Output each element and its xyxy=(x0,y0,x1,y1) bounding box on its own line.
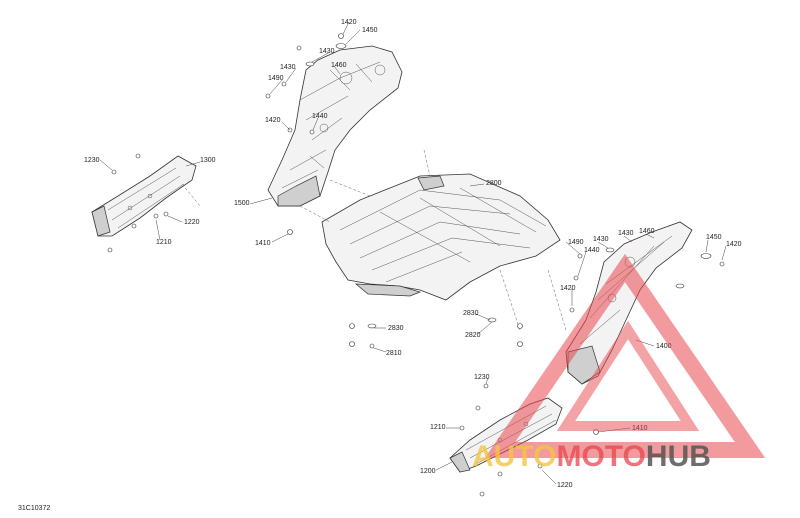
callout-1410-a: 1410 xyxy=(255,240,271,247)
callout-1230-a: 1230 xyxy=(84,157,100,164)
callout-1450-b: 1450 xyxy=(706,234,722,241)
watermark-logo: AUTOMOTOHUB xyxy=(472,253,766,473)
callout-1430-b: 1430 xyxy=(280,64,296,71)
callout-1460-b: 1460 xyxy=(639,228,655,235)
callout-2810-a: 2810 xyxy=(386,350,402,357)
callout-1430-a: 1430 xyxy=(319,48,335,55)
callout-1420-b: 1420 xyxy=(265,117,281,124)
rocker-panel-left xyxy=(91,155,197,237)
callout-1500-a: 1500 xyxy=(234,200,250,207)
alignment-lines xyxy=(181,149,567,331)
callout-1490-b: 1490 xyxy=(568,239,584,246)
callout-2830-b: 2830 xyxy=(463,310,479,317)
callout-1200-a: 1200 xyxy=(420,468,436,475)
callout-1440-b: 1440 xyxy=(584,247,600,254)
watermark-triangle-icon xyxy=(484,253,766,458)
callout-1420-c: 1420 xyxy=(726,241,742,248)
hardware-fasteners xyxy=(107,33,725,497)
callout-1430-d: 1430 xyxy=(618,230,634,237)
callout-labels: 1420 1450 1430 1460 1430 1490 1420 1440 … xyxy=(84,19,742,489)
callout-1430-c: 1430 xyxy=(593,236,609,243)
callout-1210-b: 1210 xyxy=(430,424,446,431)
callout-1490-a: 1490 xyxy=(268,75,284,82)
callout-2800-a: 2800 xyxy=(486,180,502,187)
floor-pan-center xyxy=(321,173,561,301)
callout-1450-a: 1450 xyxy=(362,27,378,34)
callout-1230-b: 1230 xyxy=(474,374,490,381)
callout-1300-a: 1300 xyxy=(200,157,216,164)
callout-2830-a: 2830 xyxy=(388,325,404,332)
callout-1420-d: 1420 xyxy=(560,285,576,292)
leader-lines xyxy=(99,21,727,485)
callout-1210-a: 1210 xyxy=(156,239,172,246)
watermark-text: AUTOMOTOHUB xyxy=(472,440,711,473)
callout-1420-a: 1420 xyxy=(341,19,357,26)
callout-1460-a: 1460 xyxy=(331,62,347,69)
callout-1220-b: 1220 xyxy=(557,482,573,489)
callout-1400-a: 1400 xyxy=(656,343,672,350)
callout-2820-a: 2820 xyxy=(465,332,481,339)
callout-1440-a: 1440 xyxy=(312,113,328,120)
diagram-code: 31C10372 xyxy=(18,505,50,512)
frame-rail-left-upper xyxy=(267,45,403,207)
callout-1220-a: 1220 xyxy=(184,219,200,226)
